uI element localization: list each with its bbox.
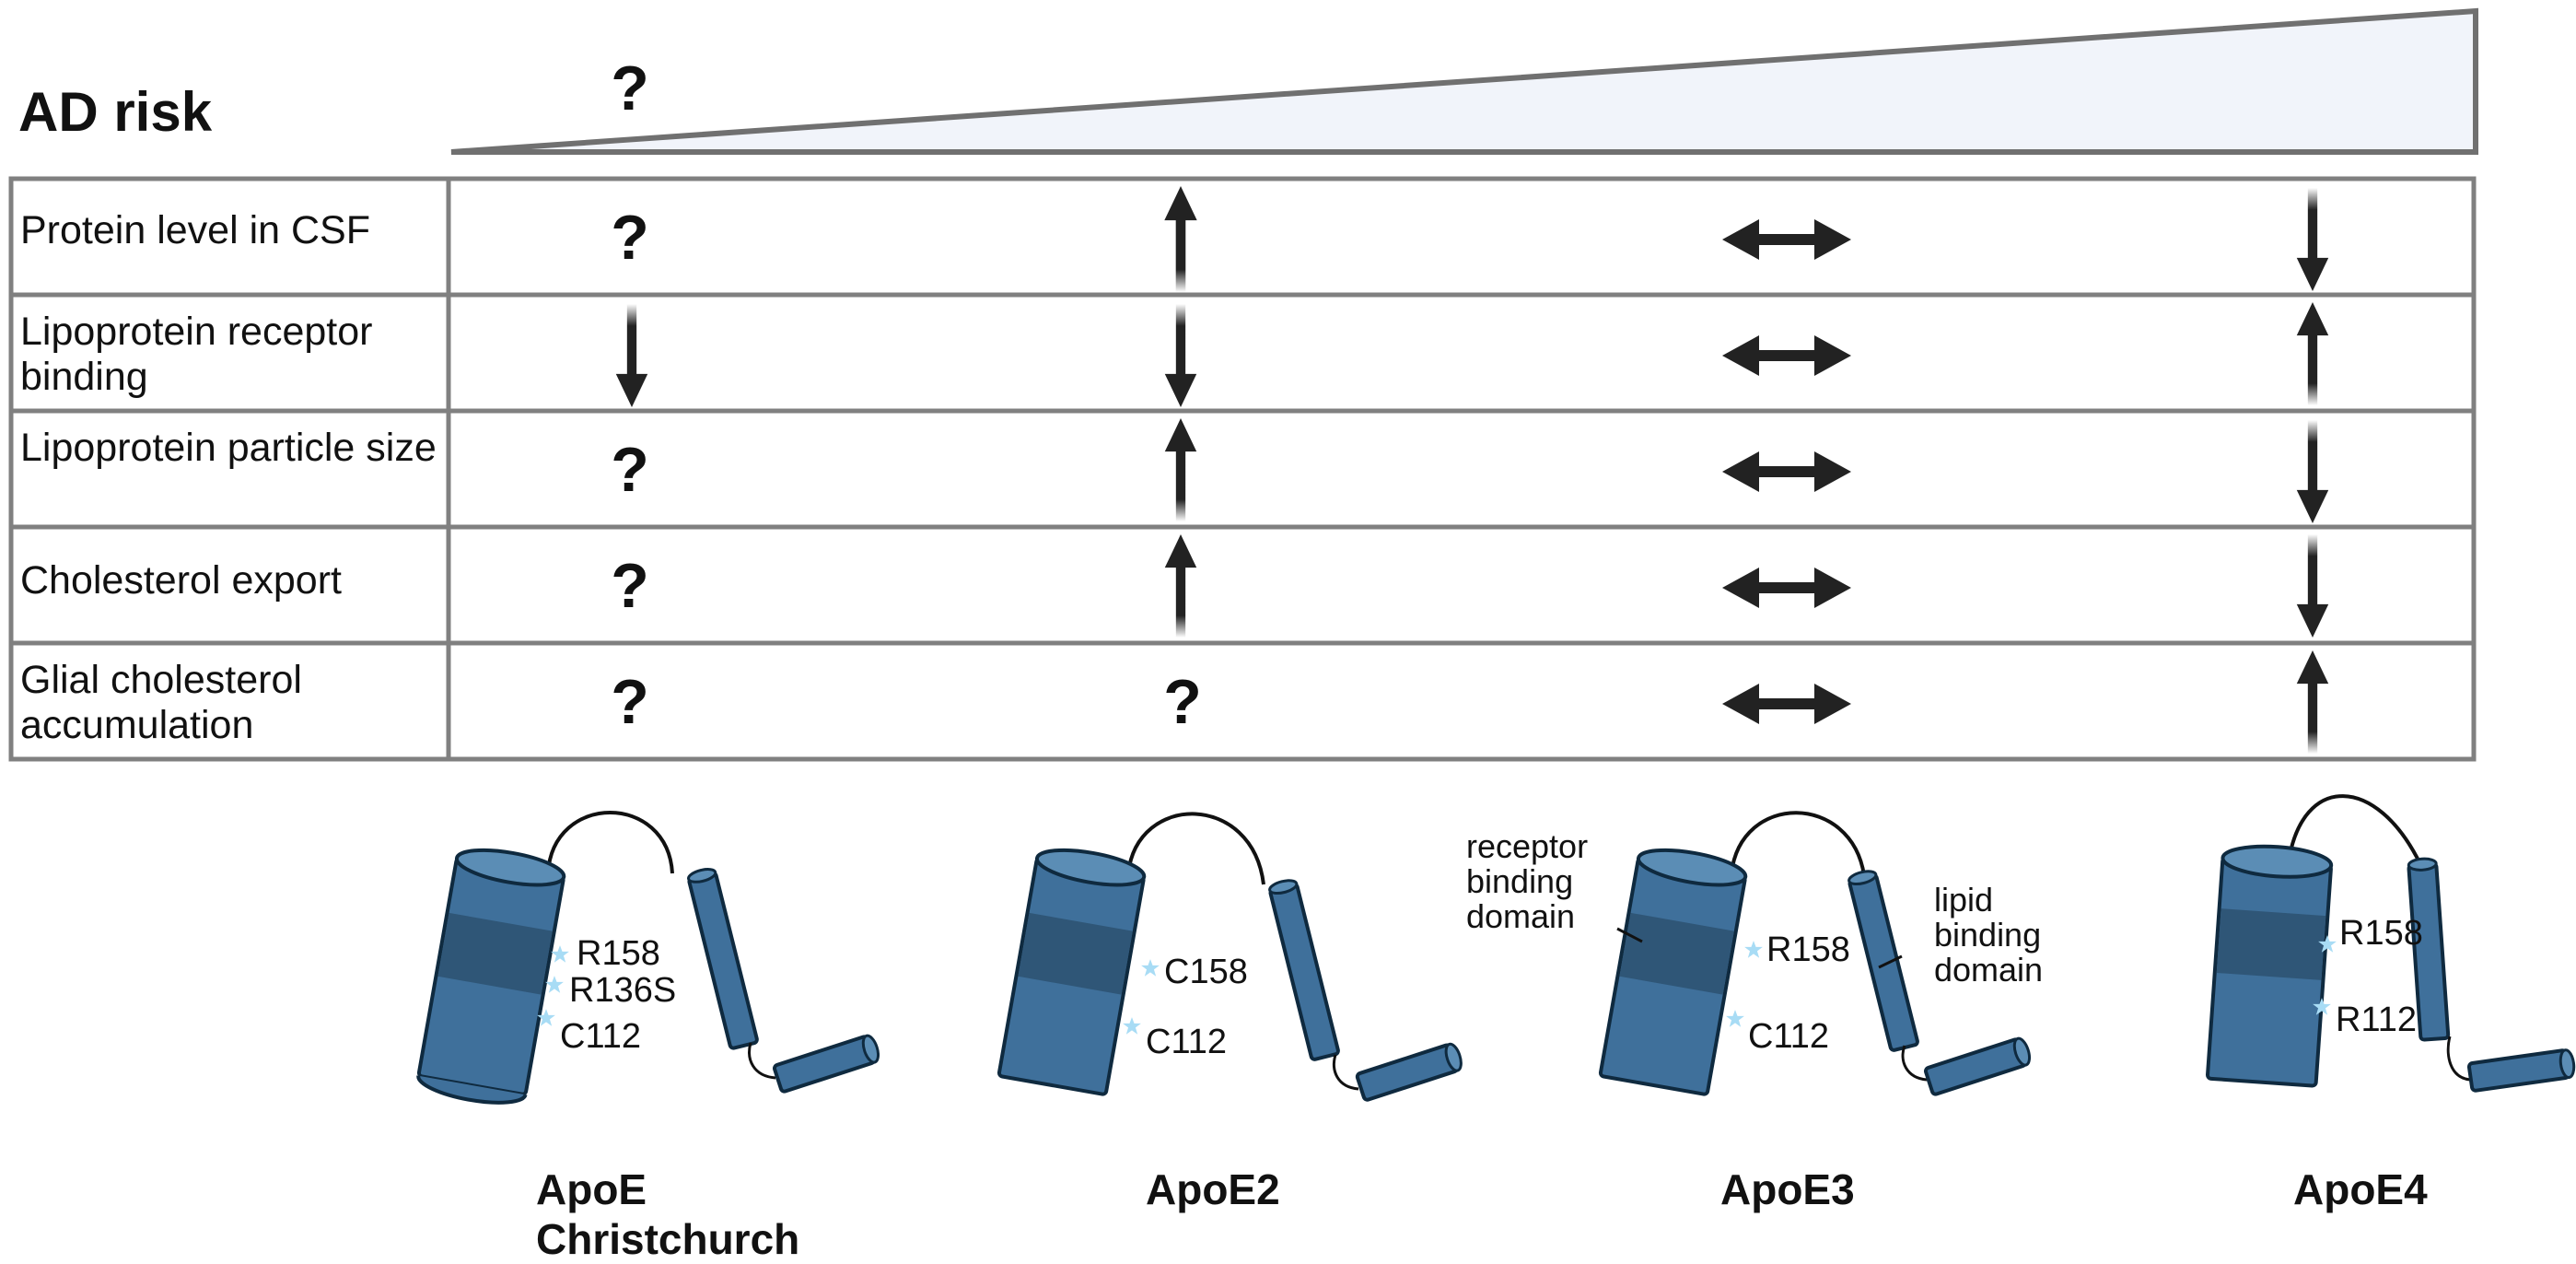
lipid-binding-domain-label: lipid binding domain bbox=[1934, 881, 2044, 989]
residue-label: R158 bbox=[1766, 930, 1850, 969]
residue-label: R112 bbox=[2336, 1001, 2418, 1039]
row-label-cholesterol-export: Cholesterol export bbox=[20, 558, 342, 603]
protein-apoe4 bbox=[2205, 794, 2576, 1093]
double-arrow-icon bbox=[1722, 684, 1851, 724]
residue-label: C112 bbox=[560, 1017, 642, 1056]
arrow-down-icon bbox=[2296, 534, 2329, 638]
protein-apoe3 bbox=[1598, 811, 2032, 1096]
row-label-receptor-binding: Lipoprotein receptor binding bbox=[20, 310, 373, 399]
double-arrow-icon bbox=[1722, 451, 1851, 492]
arrow-up-icon bbox=[1164, 186, 1197, 292]
row-label-glial-accumulation: Glial cholesterol accumulation bbox=[20, 658, 302, 747]
residue-label: R158 bbox=[577, 934, 660, 973]
double-arrow-icon bbox=[1722, 335, 1851, 376]
receptor-binding-domain-label: receptor binding domain bbox=[1466, 827, 1589, 935]
row-label-protein-level: Protein level in CSF bbox=[20, 208, 370, 252]
cell-unknown-mark: ? bbox=[611, 551, 649, 621]
residue-label: R136S bbox=[569, 971, 677, 1010]
cell-unknown-mark: ? bbox=[611, 667, 649, 737]
risk-wedge bbox=[450, 7, 2478, 155]
variant-label-apoe3: ApoE3 bbox=[1720, 1165, 1855, 1213]
risk-axis-label: AD risk bbox=[18, 81, 213, 143]
cell-unknown-mark: ? bbox=[611, 435, 649, 505]
variant-label-apoe4: ApoE4 bbox=[2293, 1165, 2428, 1213]
residue-label: C112 bbox=[1146, 1023, 1228, 1061]
row-label-particle-size: Lipoprotein particle size bbox=[20, 426, 437, 470]
residue-label: C158 bbox=[1164, 953, 1248, 991]
arrow-up-icon bbox=[1164, 534, 1197, 638]
residue-label: C112 bbox=[1748, 1017, 1830, 1056]
protein-christchurch bbox=[416, 811, 880, 1105]
risk-unknown-mark: ? bbox=[611, 53, 649, 123]
double-arrow-icon bbox=[1722, 568, 1851, 608]
cell-unknown-mark: ? bbox=[1163, 667, 1202, 737]
protein-apoe2 bbox=[997, 812, 1463, 1102]
table-grid bbox=[8, 176, 2477, 762]
variant-label-apoe2: ApoE2 bbox=[1146, 1165, 1280, 1213]
variant-label-christchurch: ApoE Christchurch bbox=[536, 1165, 800, 1263]
double-arrow-icon bbox=[1722, 219, 1851, 260]
residue-label: R158 bbox=[2339, 914, 2423, 953]
arrow-down-icon bbox=[1164, 304, 1197, 407]
cell-unknown-mark: ? bbox=[611, 203, 649, 273]
arrow-down-icon bbox=[2296, 188, 2329, 291]
arrow-up-icon bbox=[1164, 418, 1197, 521]
arrow-up-icon bbox=[2296, 302, 2329, 405]
arrow-down-icon bbox=[2296, 420, 2329, 523]
arrow-down-icon bbox=[615, 304, 648, 407]
arrow-up-icon bbox=[2296, 650, 2329, 754]
